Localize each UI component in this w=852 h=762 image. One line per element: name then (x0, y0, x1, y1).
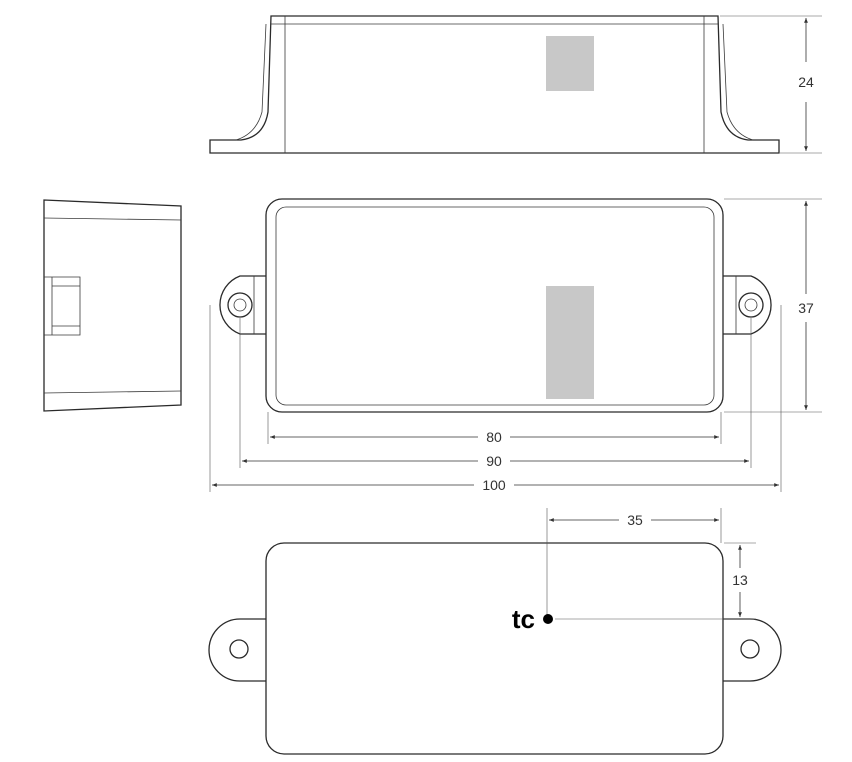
tc-marker: tc (512, 508, 756, 634)
side-view (43, 199, 182, 412)
label-patch-top (546, 286, 594, 399)
dimension-height: 24 (720, 15, 822, 154)
extension-lines (209, 305, 782, 492)
dimension-tc-y-label: 13 (732, 572, 748, 588)
dimension-tc-x: 35 (549, 512, 719, 528)
tc-label: tc (512, 604, 535, 634)
tc-dot (543, 614, 553, 624)
top-view (219, 198, 772, 413)
label-patch-front (546, 36, 594, 91)
dimension-height-label: 24 (798, 74, 814, 90)
dimension-width-label: 37 (798, 300, 814, 316)
dimension-inner-length: 80 (270, 429, 719, 445)
dimension-tc-y: 13 (732, 545, 748, 617)
dimension-overall-length-label: 100 (482, 477, 506, 493)
dimension-hole-spacing-label: 90 (486, 453, 502, 469)
dimension-tc-x-label: 35 (627, 512, 643, 528)
dimension-width: 37 (724, 198, 822, 413)
front-view (209, 15, 780, 154)
dimension-overall-length: 100 (212, 477, 779, 493)
dimension-inner-length-label: 80 (486, 429, 502, 445)
dimension-hole-spacing: 90 (242, 453, 749, 469)
bottom-view (208, 542, 782, 755)
